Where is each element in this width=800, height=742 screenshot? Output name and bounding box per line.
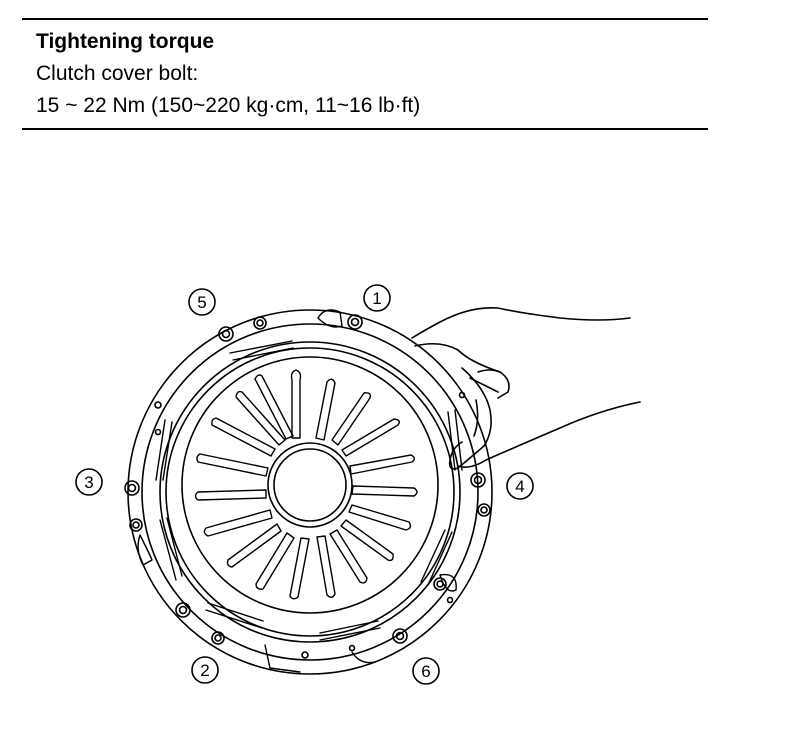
- finger: [316, 535, 336, 598]
- plate-outer-edge: [159, 341, 461, 643]
- finger: [290, 369, 302, 439]
- finger: [226, 523, 282, 568]
- bolt-3: [124, 480, 143, 532]
- callout-2: 2: [191, 656, 219, 684]
- torque-spec-box: Tightening torque Clutch cover bolt: 15 …: [22, 18, 708, 130]
- svg-text:4: 4: [515, 477, 524, 496]
- finger: [255, 532, 295, 590]
- bolt-1: [253, 314, 363, 330]
- cover-inner-rim: [141, 323, 479, 661]
- cover-bolts: [124, 314, 491, 659]
- spec-value: 15 ~ 22 Nm (150~220 kg·cm, 11~16 lb·ft): [36, 94, 421, 117]
- diaphragm-outer: [181, 356, 439, 614]
- finger: [340, 519, 394, 562]
- callout-4: 4: [506, 472, 534, 500]
- cover-slots: [155, 340, 463, 641]
- callout-1: 1: [363, 284, 391, 312]
- bolt-2: [175, 602, 225, 645]
- svg-text:2: 2: [200, 661, 209, 680]
- diaphragm-fingers: [194, 369, 418, 600]
- finger: [349, 454, 415, 475]
- svg-text:1: 1: [372, 289, 381, 308]
- finger: [194, 489, 267, 501]
- finger: [289, 537, 310, 600]
- finger: [211, 417, 276, 457]
- finger: [254, 374, 294, 440]
- plate-inner-edge: [165, 347, 455, 637]
- flange-tabs: [137, 309, 457, 673]
- svg-text:6: 6: [421, 662, 430, 681]
- bolt-4: [470, 472, 491, 517]
- callout-6: 6: [412, 657, 440, 685]
- svg-text:3: 3: [84, 473, 93, 492]
- finger: [348, 504, 412, 531]
- finger: [351, 485, 418, 497]
- callout-5: 5: [188, 288, 216, 316]
- callout-3: 3: [75, 468, 103, 496]
- finger: [315, 378, 336, 441]
- cover-outer-rim: [127, 309, 493, 675]
- finger: [341, 418, 401, 457]
- spec-item: Clutch cover bolt:: [36, 62, 199, 85]
- svg-text:5: 5: [197, 293, 206, 312]
- finger: [235, 390, 286, 446]
- center-hub-outer: [267, 442, 353, 528]
- bolt-order-callouts: 1 5 3 4 2 6: [75, 284, 534, 685]
- finger: [329, 529, 368, 584]
- finger: [196, 453, 269, 477]
- bolt-5: [218, 326, 234, 342]
- spec-title: Tightening torque: [36, 30, 215, 53]
- finger: [331, 392, 372, 446]
- center-hub-inner: [273, 448, 347, 522]
- hand-illustration: [411, 306, 641, 470]
- finger: [203, 509, 273, 537]
